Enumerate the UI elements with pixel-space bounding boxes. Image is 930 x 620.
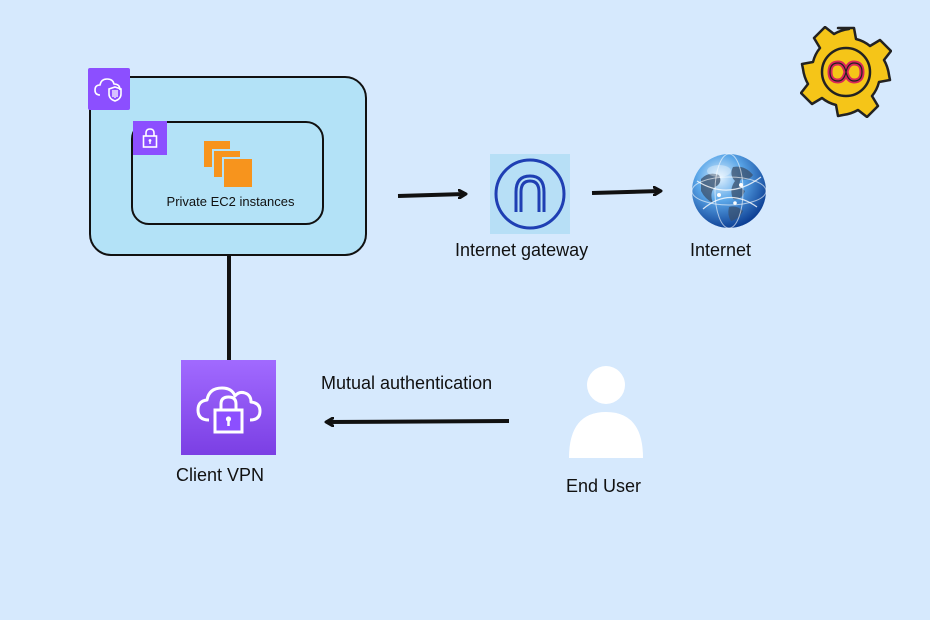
internet-gateway-icon — [490, 154, 570, 234]
arrow-gateway-to-internet — [591, 191, 660, 193]
end-user-label: End User — [566, 476, 642, 496]
private-subnet-lock-icon — [133, 121, 167, 155]
user-icon — [566, 364, 646, 460]
vpc-cloud-shield-icon — [88, 68, 130, 110]
ec2-instances-icon — [201, 138, 255, 190]
arrow-user-to-vpn — [327, 421, 510, 422]
internet-label: Internet — [690, 240, 752, 260]
gear-infinity-logo-icon — [800, 26, 892, 118]
client-vpn-label: Client VPN — [176, 465, 265, 485]
mutual-authentication-label: Mutual authentication — [321, 373, 493, 393]
internet-gateway-label: Internet gateway — [455, 240, 589, 260]
client-vpn-icon — [181, 360, 276, 455]
arrow-vpc-to-gateway — [397, 194, 465, 196]
globe-icon — [689, 151, 769, 231]
ec2-instances-label: Private EC2 instances — [166, 194, 295, 209]
